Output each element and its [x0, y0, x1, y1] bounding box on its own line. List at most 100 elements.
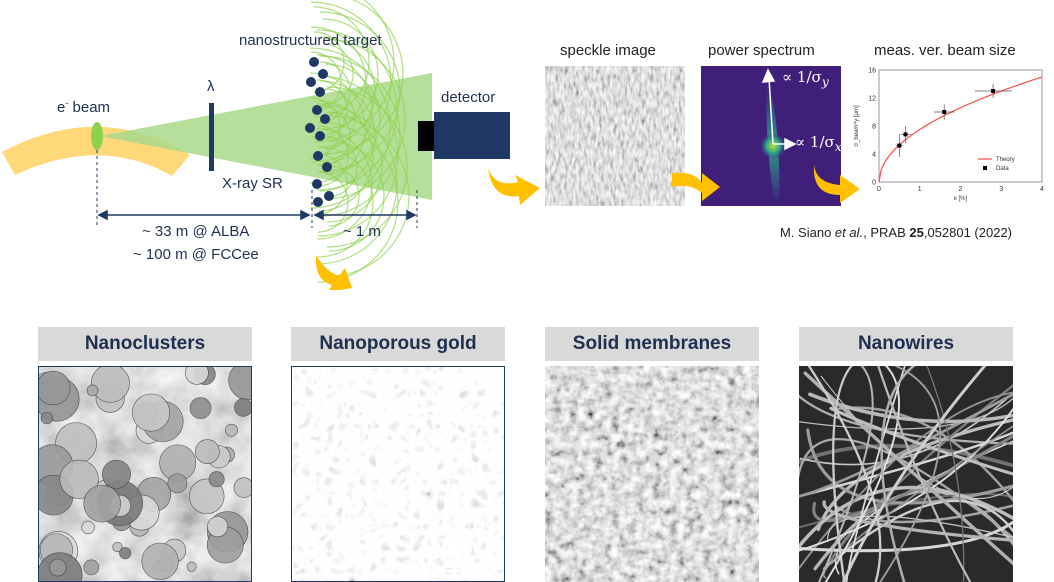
nanoclusters-image [38, 366, 252, 582]
nanowire [829, 406, 1013, 476]
nanocluster [207, 516, 229, 538]
wave-arc [319, 55, 401, 217]
legend-data-swatch [983, 166, 987, 170]
nanocluster [90, 366, 130, 403]
wave-arc [319, 105, 351, 167]
nanocluster [225, 423, 238, 437]
target-particle [312, 105, 322, 115]
nanowire [799, 438, 1013, 540]
nanowire [823, 425, 1013, 579]
target-particle [313, 197, 323, 207]
y-tick-label: 12 [868, 96, 876, 103]
nanowires-image [799, 366, 1013, 582]
target-particles [305, 57, 334, 207]
distance-alba: ~ 33 m @ ALBA [142, 223, 250, 240]
panel-title-nanoporous-gold: Nanoporous gold [291, 327, 505, 361]
target-particle [324, 191, 334, 201]
plot-title: meas. ver. beam size [874, 42, 1016, 59]
nanowire [824, 366, 900, 582]
scattered-waves [309, 0, 410, 283]
x-tick-label: 1 [918, 186, 922, 193]
wave-arc [324, 63, 381, 175]
panel-title-nanowires: Nanowires [799, 327, 1013, 361]
distance-detector: ~ 1 m [343, 223, 381, 240]
wave-arc [316, 128, 373, 240]
nanowire [880, 366, 916, 582]
nanocluster [186, 561, 197, 572]
target-particle [322, 162, 332, 172]
nanowire [799, 407, 1013, 552]
data-point [991, 89, 996, 93]
citation: M. Siano et al., PRAB 25,052801 (2022) [780, 225, 1013, 240]
e-beam-label: e- beam [57, 98, 111, 116]
nanowire [816, 418, 1013, 532]
y-tick-label: 16 [868, 68, 876, 75]
wave-arc [316, 153, 348, 215]
distance-fccee: ~ 100 m @ FCCee [133, 246, 259, 263]
solid-membranes-image [545, 366, 759, 582]
nanocluster [83, 484, 121, 523]
nanowire [926, 366, 965, 582]
y-tick-label: 0 [872, 180, 876, 187]
nanowire [799, 391, 1013, 570]
theory-curve [878, 76, 1043, 183]
wave-arc [309, 47, 391, 209]
wave-arc [317, 146, 374, 258]
y-tick-label: 4 [872, 152, 876, 159]
nanocluster [112, 541, 123, 552]
wave-arc [310, 1, 392, 163]
nanocluster [189, 397, 212, 419]
nanocluster [234, 398, 252, 417]
nanocluster [102, 459, 131, 489]
detector-label: detector [441, 89, 496, 106]
nanocluster [81, 520, 95, 535]
nanocluster [167, 473, 188, 494]
wave-arc [316, 103, 398, 265]
nanoporous-gold-image [291, 366, 505, 582]
wave-arc [326, 86, 408, 248]
scale-bar-label: 500 nm [428, 549, 475, 565]
target-particle [315, 87, 325, 97]
target-particle [315, 131, 325, 141]
wave-arc [328, 140, 385, 252]
nanowire [832, 366, 854, 582]
nanocluster [49, 558, 67, 577]
nanowire [817, 366, 874, 582]
y-axis-label: σ_beam^y [μm] [854, 105, 860, 147]
x-tick-label: 3 [999, 186, 1003, 193]
lambda-label: λ [207, 78, 215, 95]
plot-area [878, 69, 1043, 183]
nanocluster [141, 542, 179, 580]
setup-diagram [2, 0, 540, 290]
arrow-to-spectrum [672, 172, 720, 201]
x-tick-label: 2 [959, 186, 963, 193]
lambda-filter [209, 103, 214, 171]
annot-sigma-x: ∝ 1/σx [795, 133, 842, 154]
speckle-image [545, 66, 685, 206]
target-particle [320, 114, 330, 124]
nanowire [877, 366, 972, 582]
target-particle [309, 57, 319, 67]
wave-arc [317, 171, 349, 233]
nanocluster [38, 370, 71, 406]
target-particle [313, 151, 323, 161]
spectrum-axes [761, 68, 797, 151]
nanocluster [188, 478, 225, 515]
annot-sigma-y: ∝ 1/σy [782, 68, 829, 89]
arrow-to-samples [315, 255, 352, 290]
legend-data-label: Data [996, 166, 1009, 172]
nanocluster [233, 477, 252, 498]
nanocluster [119, 547, 132, 560]
target-particle [318, 69, 328, 79]
y-tick-label: 8 [872, 124, 876, 131]
beam-cross-section [91, 122, 103, 150]
spectrum-title: power spectrum [708, 42, 815, 59]
nanocluster [208, 471, 225, 488]
nanocluster [194, 439, 220, 464]
distance-arrows [97, 209, 417, 221]
x-tick-label: 0 [877, 186, 881, 193]
legend-theory-label: Theory [996, 157, 1015, 163]
nanocluster [185, 366, 209, 385]
panel-title-solid-membranes: Solid membranes [545, 327, 759, 361]
